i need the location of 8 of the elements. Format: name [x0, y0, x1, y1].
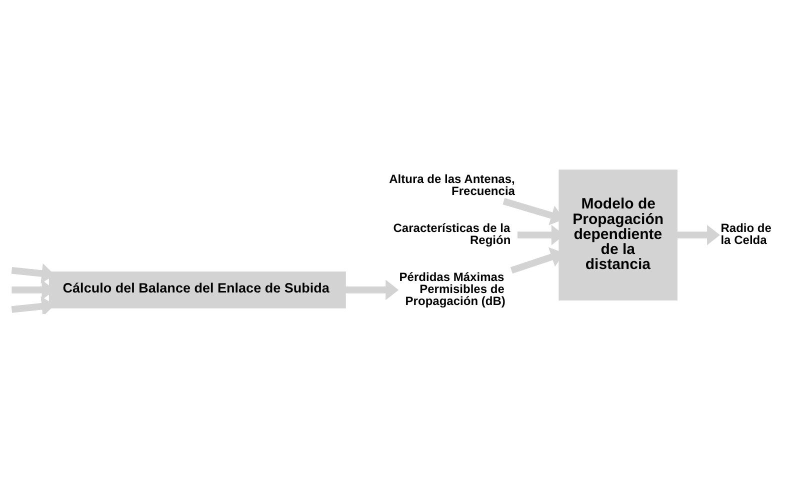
arrow: [346, 280, 399, 300]
node-text: Características de la Región: [393, 220, 511, 247]
node-text: Radio de la Celda: [720, 220, 772, 247]
arrow: [677, 224, 720, 246]
node-text: Altura de las Antenas, Frecuencia: [389, 172, 515, 198]
node-text: Pérdidas Máximas Permisibles de Propagación (dB): [399, 270, 506, 308]
node-box: Cálculo del Balance del Enlace de Subida: [48, 272, 346, 308]
node-box: Modelo de Propagación dependiente de la distancia: [558, 170, 678, 300]
